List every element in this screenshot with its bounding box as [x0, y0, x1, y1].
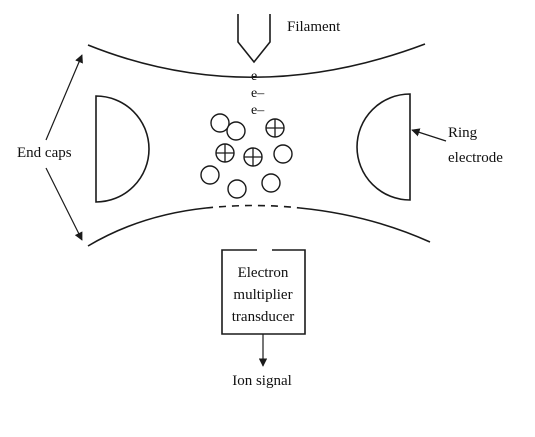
neutral-ion	[261, 173, 281, 193]
end-caps-arrow-bottom	[45, 167, 83, 241]
filament-label: Filament	[287, 19, 341, 35]
ring-electrode-arrow	[411, 128, 447, 142]
filament	[237, 14, 271, 64]
positive-ion	[265, 118, 285, 138]
transducer-label-line3: transducer	[232, 309, 294, 325]
transducer-label-line1: Electron	[238, 265, 289, 281]
end-caps-label: End caps	[17, 145, 72, 161]
end-caps-arrow-top	[45, 54, 83, 141]
neutral-ion	[227, 179, 247, 199]
ring-electrode-left	[95, 95, 150, 203]
bottom-end-cap-right	[299, 207, 431, 243]
ring-electrode-label-line1: Ring	[448, 125, 478, 141]
positive-ion	[215, 143, 235, 163]
ring-electrode-right	[356, 93, 411, 201]
neutral-ion	[273, 144, 293, 164]
ring-electrode-label-line2: electrode	[448, 150, 503, 166]
positive-ion	[243, 147, 263, 167]
bottom-end-cap-left	[87, 207, 207, 247]
transducer-label-line2: multiplier	[233, 287, 292, 303]
neutral-ion	[200, 165, 220, 185]
neutral-ion	[210, 113, 230, 133]
bottom-end-cap-aperture	[205, 204, 301, 209]
top-end-cap	[87, 43, 426, 78]
electron: e–	[251, 86, 265, 101]
neutral-ion	[226, 121, 246, 141]
electrons: e– e– e–	[251, 69, 265, 118]
ions	[200, 113, 293, 199]
electron: e–	[251, 103, 265, 118]
ion-signal-label: Ion signal	[232, 373, 292, 389]
